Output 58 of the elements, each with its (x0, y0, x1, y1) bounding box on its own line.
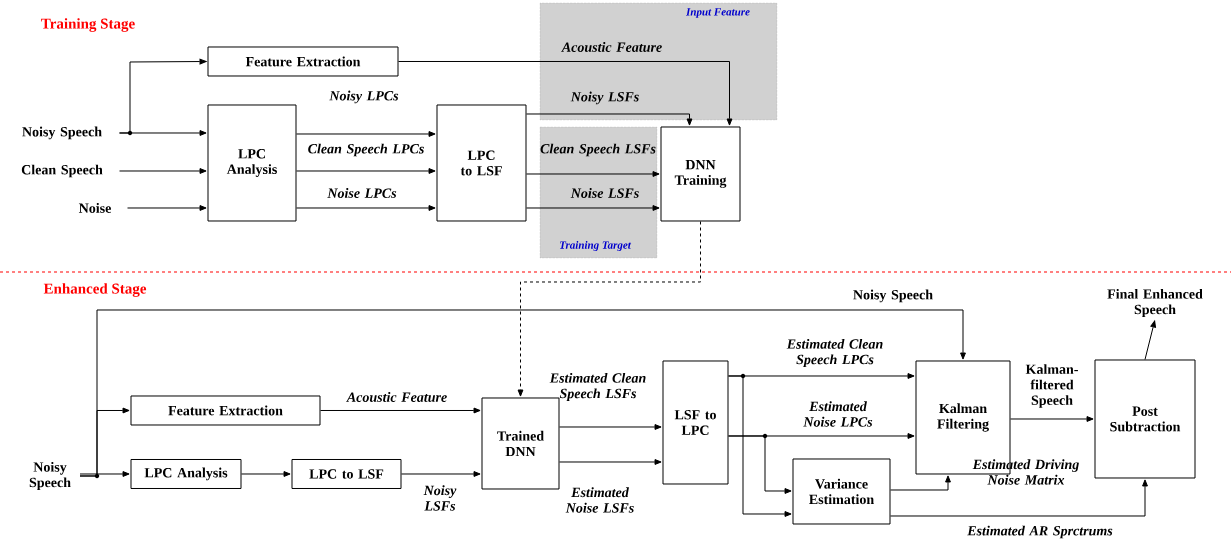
arrow (559, 459, 662, 465)
arrow (296, 168, 436, 174)
edge-label: Estimated Driving Noise Matrix (972, 459, 1079, 485)
process-box: Feature Extraction (130, 395, 321, 426)
edge-label: Clean Speech LPCs (308, 143, 424, 157)
arrow (119, 168, 207, 174)
edge-label: Noise LSFs (570, 188, 639, 198)
arrow (728, 375, 792, 517)
arrow (526, 171, 660, 177)
edge-label: Estimated Noise LSFs (565, 487, 634, 513)
arrow (127, 205, 207, 211)
arrow (1144, 320, 1156, 360)
arrow (526, 205, 660, 211)
stage-label: Enhanced Stage (43, 283, 147, 297)
process-box: Trained DNN (481, 397, 560, 490)
process-box: LPC Analysis (130, 459, 242, 489)
edge-label: Clean Speech LSFs (540, 143, 656, 157)
signal-label: Final Enhanced Speech (1107, 288, 1203, 318)
process-box: Feature Extraction (207, 46, 399, 77)
arrow (296, 131, 436, 137)
stage-label: Training Stage (41, 18, 135, 32)
arrow (119, 130, 207, 136)
arrow (1010, 416, 1094, 422)
edge-label: Noisy LSFs (570, 91, 639, 105)
arrow (517, 221, 701, 397)
edge-label: Noisy LPCs (329, 90, 399, 104)
signal-label: Clean Speech (21, 164, 103, 178)
arrow (79, 407, 130, 477)
process-box: LPC to LSF (291, 459, 402, 489)
process-box: LPC to LSF (436, 104, 527, 222)
arrow (79, 471, 130, 477)
process-box: Post Subtraction (1094, 359, 1196, 479)
process-box: Variance Estimation (792, 458, 891, 525)
edge-label: Noisy Speech (853, 289, 933, 303)
edge-label: Estimated Noise LPCs (803, 401, 873, 427)
arrow (296, 205, 436, 211)
arrow (890, 475, 951, 491)
arrow (890, 479, 1148, 517)
signal-label: Noisy Speech (29, 461, 71, 491)
arrow (559, 424, 662, 430)
process-box: LSF to LPC (662, 360, 729, 485)
arrow (241, 471, 291, 477)
signal-label: Noise (78, 203, 111, 213)
edge-label: Kalman-filtered Speech (1025, 364, 1078, 408)
process-box: DNN Training (660, 126, 741, 222)
arrow (728, 435, 792, 494)
arrow (398, 61, 733, 126)
arrow (526, 113, 693, 126)
process-box: LPC Analysis (207, 104, 297, 222)
edge-label: Estimated Clean Speech LPCs (786, 338, 883, 368)
arrow (320, 407, 481, 414)
edge-label: Noisy LSFs (423, 485, 457, 511)
edge-label: Acoustic Feature (346, 392, 447, 402)
edge-label: Acoustic Feature (561, 42, 662, 52)
signal-label: Noisy Speech (22, 126, 102, 140)
arrow (401, 471, 481, 477)
edge-label: Estimated AR Sprctrums (967, 525, 1113, 539)
edge-label: Noise LPCs (327, 188, 397, 198)
